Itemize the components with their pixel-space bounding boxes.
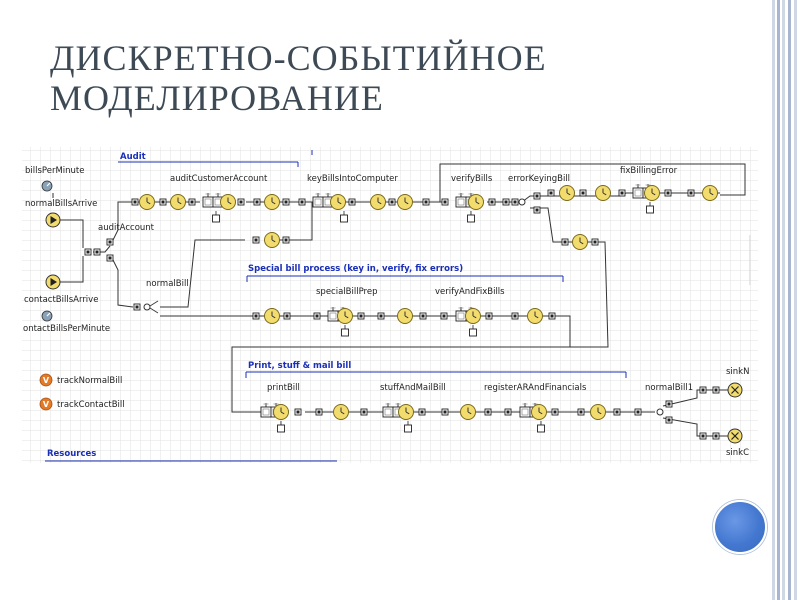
param-contact-bills-per-minute-label: ontactBillsPerMinute [23, 324, 110, 334]
tracker-normal-label: trackNormalBill [57, 376, 122, 386]
fix-billing-error-label: fixBillingError [620, 166, 678, 176]
tracker-variable-icon: V [43, 376, 50, 385]
normal-bill1-label: normalBill1 [645, 383, 693, 393]
tracker-contact[interactable]: V trackContactBill [39, 397, 125, 411]
section-print-stuff-mail: Print, stuff & mail bill [245, 361, 627, 378]
sink-icon[interactable] [727, 428, 743, 444]
source-contact-bills-arrive-label: contactBillsArrive [24, 295, 98, 305]
error-keying-bill-label: errorKeyingBill [508, 174, 570, 184]
tracker-normal[interactable]: V trackNormalBill [39, 373, 122, 387]
special-bill-prep-label: specialBillPrep [316, 287, 377, 297]
sink-contact-label: sinkC [726, 448, 749, 458]
tracker-variable-icon: V [43, 400, 50, 409]
source-play-icon[interactable] [45, 274, 61, 290]
slide-title-line-2: МОДЕЛИРОВАНИЕ [50, 78, 384, 118]
sink-icon[interactable] [727, 382, 743, 398]
slide-title: ДИСКРЕТНО-СОБЫТИЙНОЕ МОДЕЛИРОВАНИЕ [50, 38, 750, 118]
register-ar-and-financials-label: registerARAndFinancials [484, 383, 587, 393]
param-bills-per-minute-label: billsPerMinute [25, 166, 85, 176]
decorative-orb [713, 500, 767, 554]
section-special-bill-process: Special bill process (key in, verify, fi… [246, 264, 564, 282]
stuff-and-mail-bill-label: stuffAndMailBill [380, 383, 446, 393]
section-resources: Resources [45, 449, 337, 462]
tracker-contact-label: trackContactBill [57, 400, 125, 410]
print-bill-label: printBill [267, 383, 300, 393]
process-flow-diagram: Audit Special bill process (key in, veri… [22, 147, 758, 463]
section-special-label: Special bill process (key in, verify, fi… [248, 264, 463, 274]
slide-side-bar [765, 0, 800, 600]
param-gauge-icon[interactable] [41, 310, 53, 322]
verify-and-fix-bills-label: verifyAndFixBills [435, 287, 505, 297]
sink-normal-label: sinkN [726, 367, 749, 377]
param-gauge-icon[interactable] [41, 180, 53, 192]
select-output-node[interactable] [656, 386, 720, 440]
section-resources-label: Resources [47, 449, 96, 459]
slide-title-line-1: ДИСКРЕТНО-СОБЫТИЙНОЕ [50, 38, 547, 78]
source-play-icon[interactable] [45, 212, 61, 228]
section-print-label: Print, stuff & mail bill [248, 361, 351, 371]
normal-bill-label: normalBill [146, 279, 189, 289]
key-bills-into-computer-label: keyBillsIntoComputer [307, 174, 398, 184]
verify-bills-label: verifyBills [451, 174, 493, 184]
select-output-node[interactable] [133, 300, 159, 314]
section-audit-label: Audit [120, 152, 146, 162]
select-output-node[interactable] [511, 192, 541, 214]
section-audit: Audit [118, 150, 313, 167]
audit-account-label: auditAccount [98, 223, 155, 233]
audit-customer-account-label: auditCustomerAccount [170, 174, 268, 184]
source-normal-bills-arrive-label: normalBillsArrive [25, 199, 97, 209]
